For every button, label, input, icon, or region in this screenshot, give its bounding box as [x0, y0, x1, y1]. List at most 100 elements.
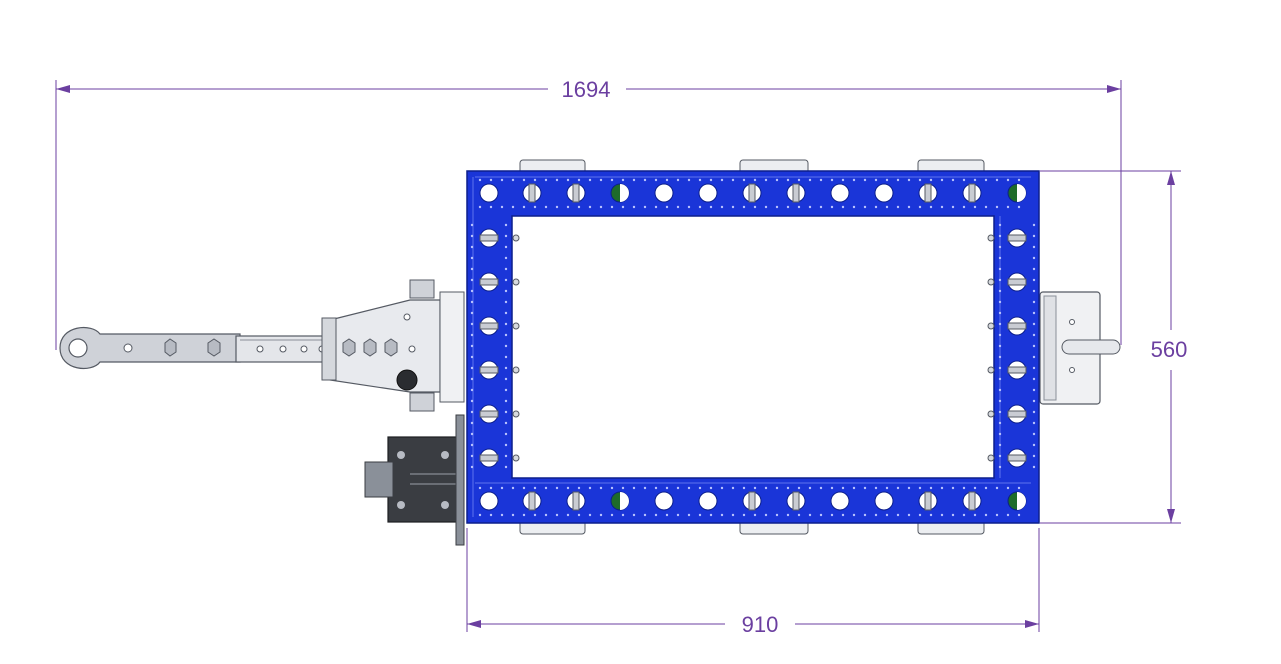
rivet-dot: [588, 205, 592, 209]
rivet-dot: [470, 388, 474, 392]
rivet-dot: [753, 205, 757, 209]
rivet-dot: [775, 513, 779, 517]
rivet-dot: [621, 205, 625, 209]
rivet-dot: [808, 178, 812, 182]
rivet-dot: [709, 513, 713, 517]
rivet-dot: [588, 486, 592, 490]
bolt-shank: [572, 491, 580, 511]
rivet-dot: [998, 322, 1002, 326]
side-bolt-head: [987, 366, 995, 374]
rivet-dot: [797, 513, 801, 517]
rivet-dot: [918, 178, 922, 182]
marker-half: [620, 492, 629, 510]
rivet-dot: [852, 178, 856, 182]
frame-width-label: 560: [1151, 337, 1188, 362]
rivet-dot: [940, 513, 944, 517]
rivet-dot: [1032, 432, 1036, 436]
bolt-shank: [1007, 322, 1027, 330]
rivet-dot: [731, 486, 735, 490]
rivet-dot: [984, 205, 988, 209]
rivet-dot: [511, 178, 515, 182]
rivet-dot: [984, 513, 988, 517]
rivet-dot: [470, 410, 474, 414]
rivet-dot: [1032, 256, 1036, 260]
rivet-dot: [885, 205, 889, 209]
rivet-dot: [951, 513, 955, 517]
rivet-dot: [632, 513, 636, 517]
rivet-dot: [470, 454, 474, 458]
rivet-dot: [470, 377, 474, 381]
rivet-dot: [1017, 486, 1021, 490]
overall-length-label: 1694: [562, 77, 611, 102]
rivet-dot: [1006, 178, 1010, 182]
rivet-dot: [470, 311, 474, 315]
rivet-dot: [504, 311, 508, 315]
rivet-dot: [504, 278, 508, 282]
rivet-dot: [470, 267, 474, 271]
rivet-dot: [588, 178, 592, 182]
rivet-dot: [709, 178, 713, 182]
rivet-dot: [1032, 311, 1036, 315]
rivet-dot: [819, 486, 823, 490]
rivet-dot: [896, 205, 900, 209]
rivet-dot: [885, 178, 889, 182]
side-bolt-head: [987, 454, 995, 462]
rivet-dot: [808, 513, 812, 517]
bolt-hole: [1069, 367, 1075, 373]
frame-length-label: 910: [742, 612, 779, 637]
rivet-dot: [819, 513, 823, 517]
rivet-dot: [863, 513, 867, 517]
frame-hole: [479, 491, 499, 511]
rivet-dot: [808, 486, 812, 490]
rivet-dot: [1032, 333, 1036, 337]
rivet-dot: [665, 513, 669, 517]
rivet-dot: [998, 355, 1002, 359]
rivet-dot: [610, 178, 614, 182]
rivet-dot: [654, 513, 658, 517]
bracket-plate: [387, 436, 459, 523]
rivet-dot: [470, 322, 474, 326]
bracket-bolt: [441, 501, 449, 509]
rivet-dot: [588, 513, 592, 517]
rivet-dot: [984, 486, 988, 490]
rivet-dot: [522, 486, 526, 490]
bolt-shank: [1007, 366, 1027, 374]
rivet-dot: [742, 178, 746, 182]
rivet-dot: [907, 205, 911, 209]
rivet-dot: [610, 513, 614, 517]
rivet-dot: [504, 443, 508, 447]
caster-mount: [1039, 291, 1121, 405]
rivet-dot: [786, 513, 790, 517]
rivet-dot: [830, 513, 834, 517]
rivet-dot: [687, 205, 691, 209]
marker-half: [1017, 492, 1026, 510]
rivet-dot: [504, 432, 508, 436]
rivet-dot: [874, 513, 878, 517]
rivet-dot: [504, 410, 508, 414]
rivet-dot: [555, 513, 559, 517]
side-bolt-head: [512, 454, 520, 462]
rivet-dot: [522, 513, 526, 517]
rivet-dot: [720, 486, 724, 490]
rivet-dot: [470, 432, 474, 436]
rivet-dot: [470, 234, 474, 238]
rivet-dot: [841, 486, 845, 490]
rivet-dot: [998, 256, 1002, 260]
rivet-dot: [676, 205, 680, 209]
rivet-dot: [998, 421, 1002, 425]
rivet-dot: [1032, 443, 1036, 447]
frame-opening: [511, 215, 995, 479]
rivet-dot: [470, 289, 474, 293]
rivet-dot: [478, 513, 482, 517]
side-bolt-head: [512, 278, 520, 286]
rivet-dot: [504, 366, 508, 370]
frame-hole: [874, 491, 894, 511]
rivet-dot: [998, 234, 1002, 238]
rivet-dot: [470, 223, 474, 227]
rivet-dot: [698, 205, 702, 209]
rivet-dot: [555, 205, 559, 209]
rivet-dot: [998, 267, 1002, 271]
rivet-dot: [500, 178, 504, 182]
side-bolt-head: [987, 410, 995, 418]
rivet-dot: [504, 256, 508, 260]
